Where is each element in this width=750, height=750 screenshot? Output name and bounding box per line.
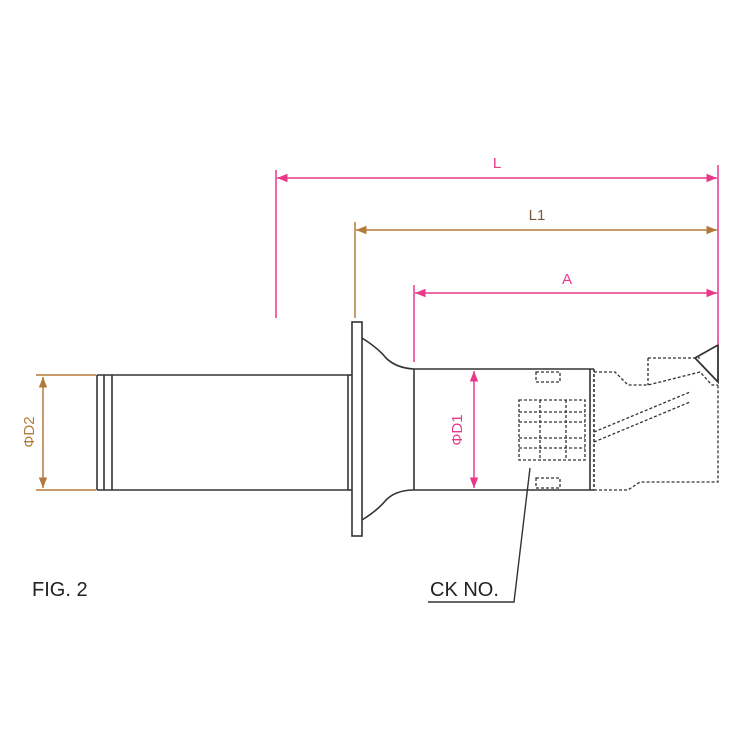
dimension-l1 (354, 222, 717, 318)
dimension-d1-label: ΦD1 (449, 414, 466, 445)
cutting-insert (693, 343, 719, 385)
cartridge-hidden-detail (518, 357, 719, 491)
dimension-l (275, 165, 719, 345)
dimension-l-label: L (493, 155, 501, 172)
figure-label: FIG. 2 (32, 579, 88, 601)
shank (96, 374, 349, 491)
ck-number-label: CK NO. (430, 579, 499, 601)
dimension-d2-label: ΦD2 (21, 416, 38, 447)
dimension-a-label: A (562, 271, 572, 288)
dimension-d2 (36, 374, 96, 491)
dimension-l1-label: L1 (529, 207, 546, 224)
ck-leader (428, 467, 531, 603)
body (413, 368, 595, 491)
flange (348, 321, 415, 537)
dimension-a (413, 285, 717, 362)
